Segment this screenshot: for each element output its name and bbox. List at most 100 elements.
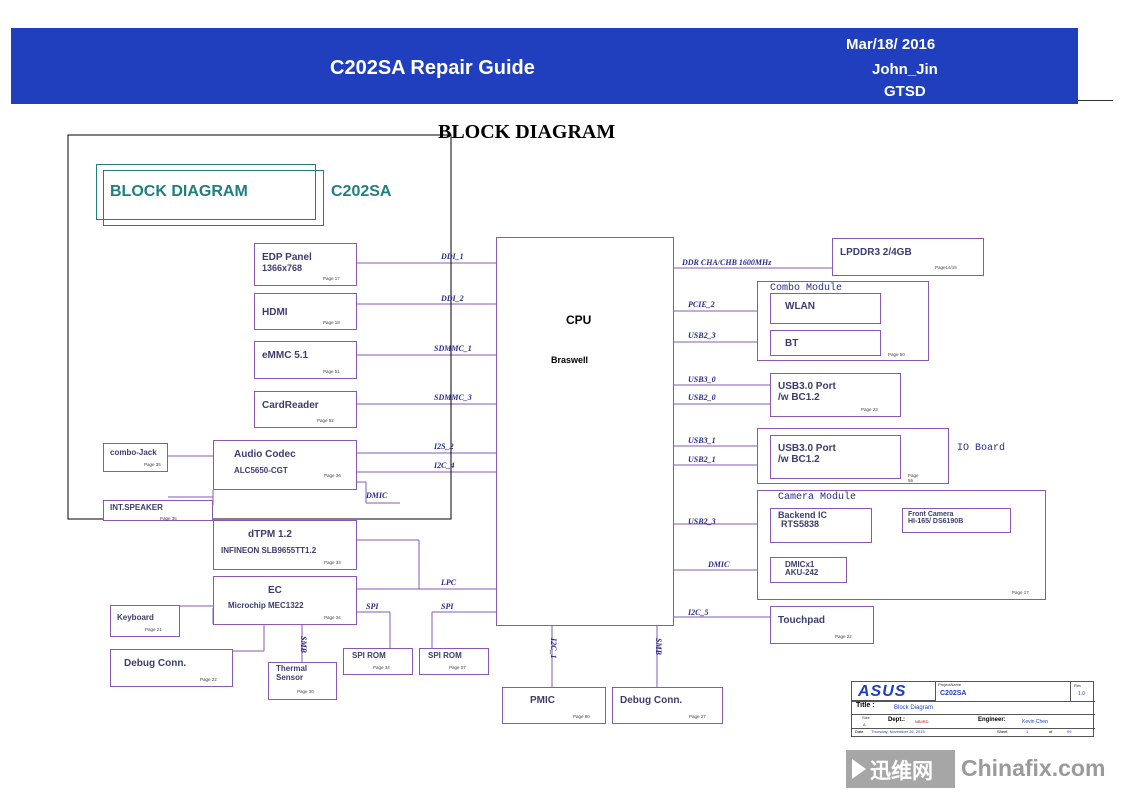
front-sub: HI-165/ DS6190B [908, 518, 964, 525]
dtpm-block: dTPM 1.2 INFINEON SLB9655TT1.2 Page 33 [213, 520, 357, 570]
dtpm-sub: INFINEON SLB9655TT1.2 [221, 546, 317, 555]
speaker-page: Page 35 [160, 516, 177, 521]
project-value: C202SA [940, 690, 967, 697]
keyboard-page: Page 21 [145, 627, 162, 632]
watermark-cn: 迅维网 [870, 759, 933, 783]
emmc-block: eMMC 5.1 Page 51 [254, 341, 357, 379]
dept-value: NB4RD [915, 719, 929, 724]
title-value: Block Diagram [894, 705, 934, 711]
project-label: ProjectName [938, 682, 962, 687]
dept-label: Dept.: [888, 717, 905, 723]
front-title: Front Camera [908, 511, 954, 518]
spirom1-title: SPI ROM [352, 651, 386, 660]
thermal-sensor-block: Thermal Sensor Page 30 [268, 662, 337, 700]
usb30-1-title: USB3.0 Port [778, 381, 836, 392]
thermal-sub: Sensor [276, 673, 304, 682]
io-board-label: IO Board [957, 443, 1006, 454]
spirom2-title: SPI ROM [428, 651, 462, 660]
debug-conn-bottom-block: Debug Conn. Page 27 [612, 687, 723, 724]
bus-label-dmic-left: DMIC [366, 491, 388, 500]
audio-sub: ALC5650-CGT [234, 466, 288, 475]
header-banner [11, 28, 1078, 104]
bus-label-ddi2: DDI_2 [441, 294, 464, 303]
ec-page: Page 34 [324, 615, 341, 620]
rev-label: Rev [1074, 683, 1082, 688]
usb30-port-2-block: USB3.0 Port /w BC1.2 Page 56 [770, 435, 919, 483]
debug-bottom-title: Debug Conn. [620, 695, 683, 706]
keyboard-block: Keyboard Page 21 [110, 605, 180, 637]
engineer-value: Kevin Chen [1022, 719, 1048, 725]
rev-divider [1070, 682, 1071, 701]
pmic-block: PMIC Page 80 [502, 687, 606, 724]
title-label: Title : [856, 702, 875, 709]
cpu-block: CPU Braswell [496, 237, 674, 626]
audio-page: Page 36 [324, 473, 341, 478]
bus-label-i2s2: I2S_2 [434, 442, 454, 451]
debug-left-title: Debug Conn. [124, 658, 187, 669]
dtpm-title: dTPM 1.2 [248, 529, 292, 540]
front-camera-block: Front Camera HI-165/ DS6190B [902, 508, 1011, 533]
sheet-value: 1 [1026, 729, 1029, 734]
hdmi-block: HDMI Page 18 [254, 293, 357, 330]
bus-label-dmic-right: DMIC [708, 560, 730, 569]
touchpad-title: Touchpad [778, 615, 826, 626]
watermark-site: Chinafix.com [961, 755, 1106, 781]
cpu-title: CPU [566, 313, 592, 327]
cardreader-title: CardReader [262, 400, 319, 411]
hdmi-page: Page 18 [323, 320, 340, 325]
bus-label-pcie2: PCIE_2 [688, 300, 715, 309]
usb30-2-page: Page 56 [908, 473, 919, 483]
cardreader-block: CardReader Page 52 [254, 391, 357, 428]
usb30-2-sub: /w BC1.2 [778, 454, 820, 465]
ec-sub: Microchip MEC1322 [228, 601, 304, 610]
watermark-badge: 迅维网 [846, 750, 955, 788]
combojack-page: Page 35 [144, 462, 161, 467]
pmic-title: PMIC [530, 695, 555, 706]
bus-label-usb21: USB2_1 [688, 455, 716, 464]
schematic-title-block: ASUS ProjectName C202SA Rev 1.0 Title : … [851, 681, 1095, 737]
cpu-sub: Braswell [551, 355, 589, 365]
sheet-label: Sheet [997, 729, 1008, 734]
bus-label-sdmmc3: SDMMC_3 [434, 393, 472, 402]
bus-label-lpc: LPC [441, 578, 457, 587]
inset-frame-1 [96, 164, 316, 220]
debug-left-page: Page 22 [200, 677, 217, 682]
ec-title: EC [268, 585, 282, 596]
bus-label-usb23: USB2_3 [688, 331, 716, 340]
emmc-page: Page 51 [323, 369, 340, 374]
date-value: Thursday, November 26, 2015 [871, 729, 925, 734]
speaker-title: INT.SPEAKER [110, 503, 163, 512]
combo-jack-block: combo-Jack Page 35 [103, 443, 168, 472]
header-dept: GTSD [884, 83, 926, 100]
bt-block: BT [770, 330, 881, 356]
hdmi-title: HDMI [262, 307, 288, 318]
backend-title: Backend IC [778, 510, 828, 520]
header-title: C202SA Repair Guide [330, 57, 535, 79]
lpddr3-block: LPDDR3 2/4GB Page14/15 [832, 238, 984, 276]
header-rule [1078, 100, 1113, 101]
bus-label-smb: SMB [299, 636, 308, 653]
dtpm-page: Page 33 [324, 560, 341, 565]
spi-rom-1-block: SPI ROM Page 34 [343, 648, 413, 675]
bus-label-i2c5: I2C_5 [688, 608, 709, 617]
usb30-1-sub: /w BC1.2 [778, 392, 820, 403]
edp-panel-block: EDP Panel 1366x768 Page 17 [254, 243, 357, 286]
lpddr-title: LPDDR3 2/4GB [840, 247, 912, 258]
bus-label-ddr: DDR CHA/CHB 1600MHz [682, 258, 772, 267]
bus-label-usb30a: USB3_0 [688, 375, 716, 384]
size-label: Size [862, 715, 870, 720]
touchpad-page: Page 22 [835, 634, 852, 639]
header-date: Mar/18/ 2016 [846, 36, 936, 53]
bus-label-i2c4: I2C_4 [434, 461, 455, 470]
edp-sub: 1366x768 [262, 263, 303, 273]
asus-logo: ASUS [858, 683, 907, 700]
camera-page: Page 17 [1012, 590, 1029, 595]
title-logo-cell: ASUS [852, 682, 936, 701]
bus-label-spi1: SPI [366, 602, 379, 611]
title-rule-3 [852, 728, 1095, 729]
debug-bottom-page: Page 27 [689, 714, 706, 719]
pmic-page: Page 80 [573, 714, 590, 719]
cardreader-page: Page 52 [317, 418, 334, 423]
date-label: Date [855, 729, 864, 734]
